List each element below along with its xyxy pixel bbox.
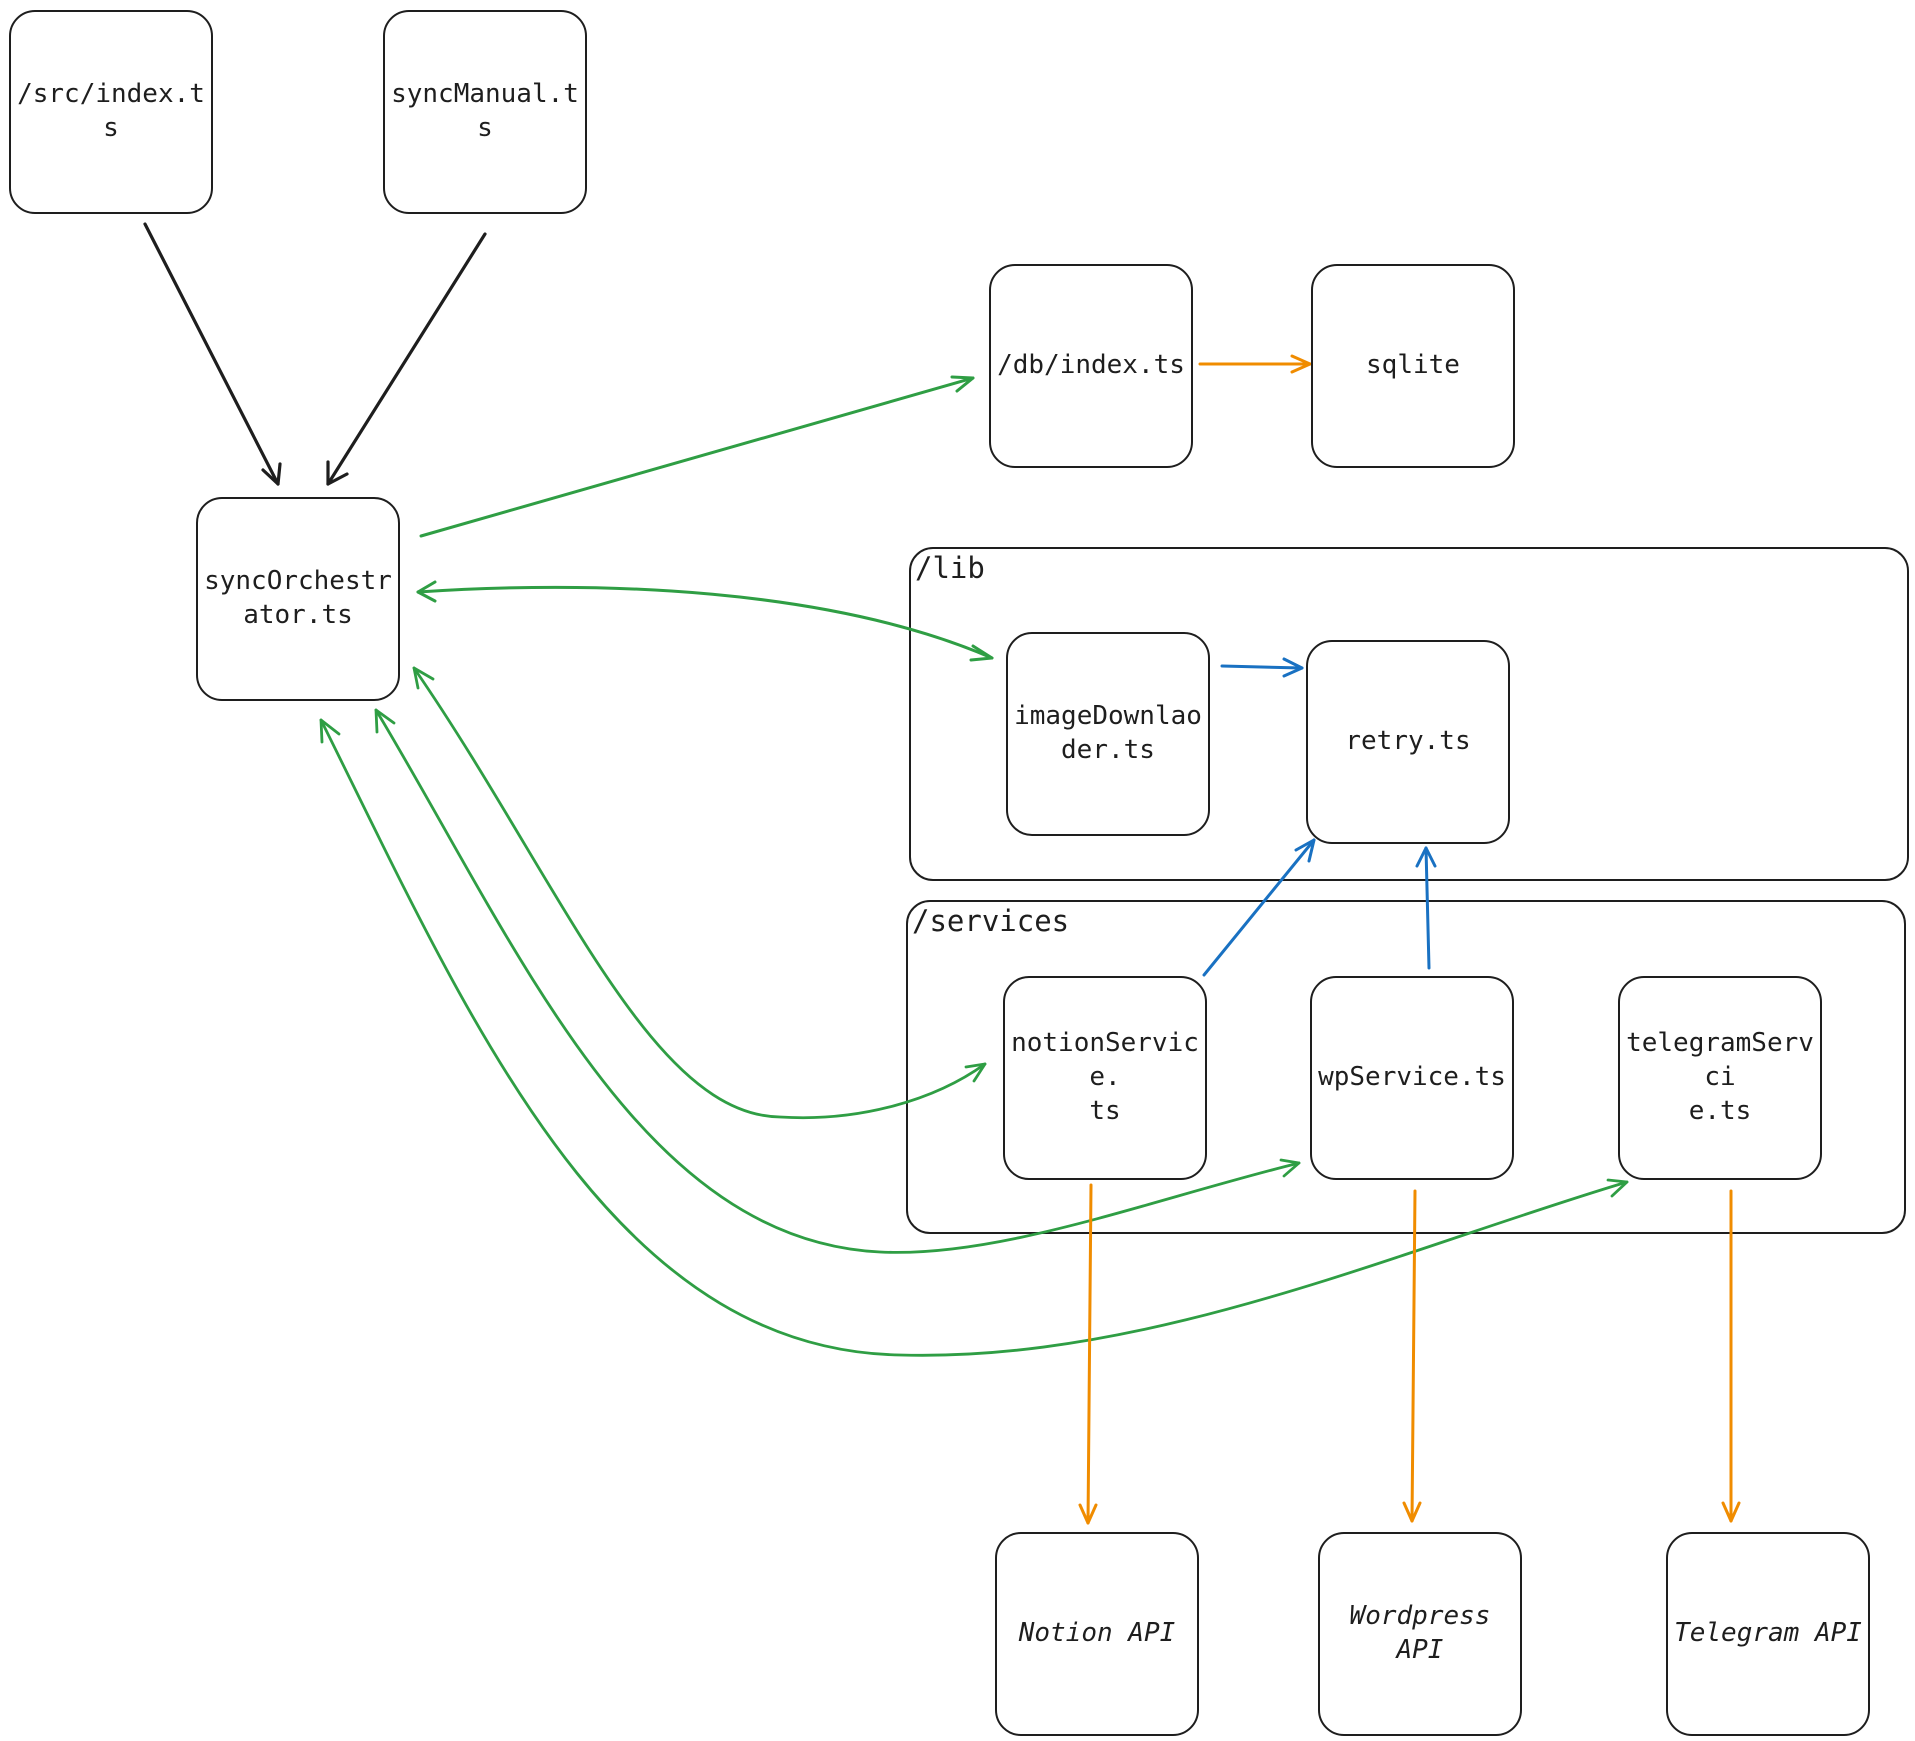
edge-orchestrator-image-downloader	[416, 580, 994, 662]
node-wordpress-api-label: Wordpress API	[1349, 1601, 1491, 1665]
node-notion-service-label: notionService. ts	[1011, 1028, 1199, 1126]
node-sqlite[interactable]: sqlite	[1311, 264, 1515, 468]
edge-image-downloader-to-retry	[1220, 657, 1304, 678]
node-db-index-label: /db/index.ts	[997, 350, 1185, 381]
node-telegram-service[interactable]: telegramServci e.ts	[1618, 976, 1822, 1180]
node-db-index[interactable]: /db/index.ts	[989, 264, 1193, 468]
node-sync-manual-label: syncManual.ts	[391, 79, 579, 143]
edge-wp-service-to-wordpress-api	[1402, 1189, 1422, 1523]
node-wp-service[interactable]: wpService.ts	[1310, 976, 1514, 1180]
edge-notion-service-to-notion-api	[1078, 1183, 1098, 1525]
group-services: /services	[906, 900, 1906, 1234]
edge-orchestrator-telegram-service	[319, 718, 1629, 1357]
node-telegram-service-label: telegramServci e.ts	[1626, 1028, 1814, 1126]
node-sync-manual[interactable]: syncManual.ts	[383, 10, 587, 214]
edge-telegram-service-to-telegram-api	[1721, 1189, 1741, 1523]
node-sync-orchestrator[interactable]: syncOrchestr ator.ts	[196, 497, 400, 701]
node-image-downloader[interactable]: imageDownlao der.ts	[1006, 632, 1210, 836]
edge-wp-service-to-retry	[1415, 846, 1437, 970]
node-image-downloader-label: imageDownlao der.ts	[1014, 701, 1202, 765]
node-retry-label: retry.ts	[1345, 726, 1471, 757]
node-src-index-label: /src/index.ts	[17, 79, 205, 143]
edge-orchestrator-wp-service	[374, 708, 1301, 1254]
node-wordpress-api[interactable]: Wordpress API	[1318, 1532, 1522, 1736]
edge-src-index-to-orchestrator	[143, 222, 282, 486]
node-notion-service[interactable]: notionService. ts	[1003, 976, 1207, 1180]
edge-notion-service-to-retry	[1202, 838, 1316, 977]
node-notion-api-label: Notion API	[1018, 1618, 1176, 1649]
edge-orchestrator-notion-service	[412, 666, 987, 1120]
node-telegram-api[interactable]: Telegram API	[1666, 1532, 1870, 1736]
node-src-index[interactable]: /src/index.ts	[9, 10, 213, 214]
node-sync-orchestrator-label: syncOrchestr ator.ts	[204, 566, 392, 630]
node-retry[interactable]: retry.ts	[1306, 640, 1510, 844]
group-lib-label: /lib	[915, 551, 985, 585]
node-telegram-api-label: Telegram API	[1674, 1618, 1862, 1649]
group-lib: /lib	[909, 547, 1909, 881]
node-notion-api[interactable]: Notion API	[995, 1532, 1199, 1736]
node-sqlite-label: sqlite	[1366, 350, 1460, 381]
node-wp-service-label: wpService.ts	[1318, 1062, 1506, 1093]
edge-sync-manual-to-orchestrator	[326, 232, 487, 486]
group-services-label: /services	[912, 904, 1070, 938]
edge-orchestrator-to-db	[419, 375, 975, 538]
edge-db-to-sqlite	[1198, 354, 1312, 374]
